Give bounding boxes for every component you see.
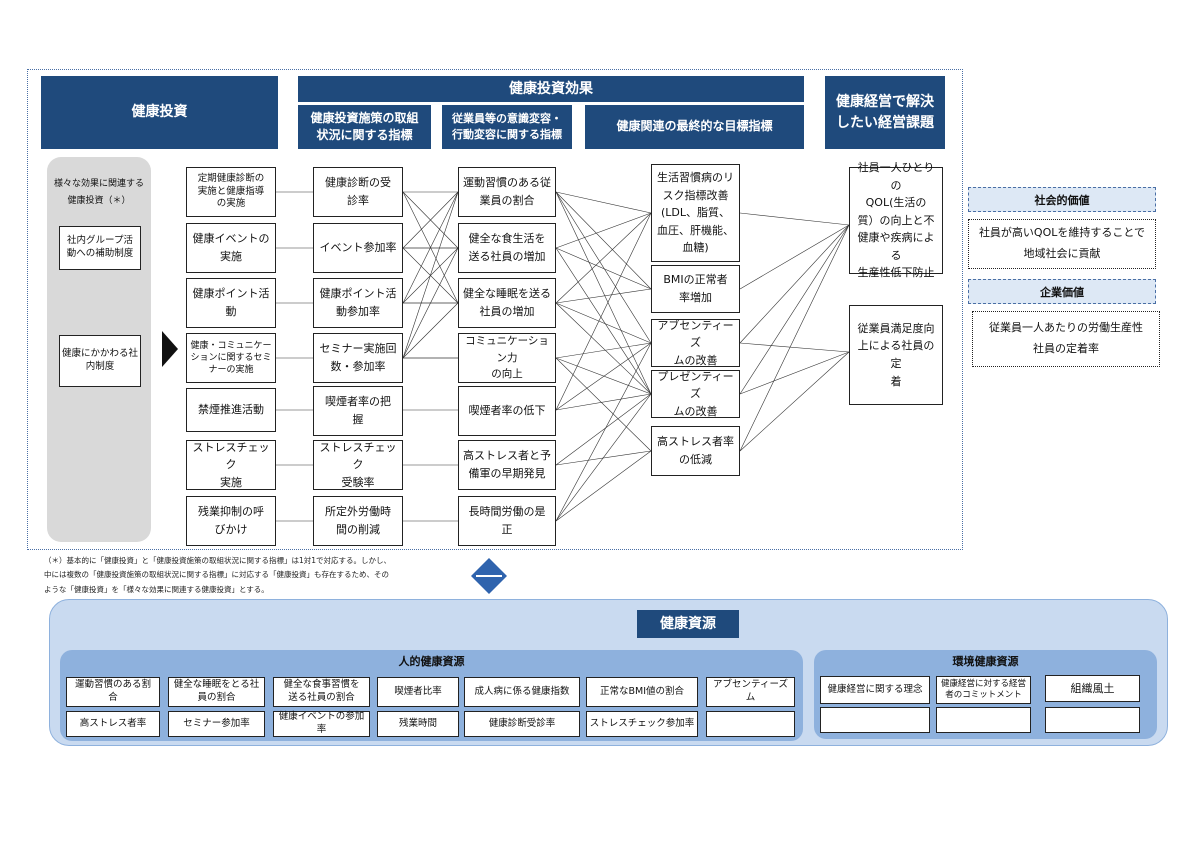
resources-title: 健康資源: [637, 610, 739, 638]
human-resource-item: 高ストレス者率: [66, 711, 160, 737]
col2-item: ストレスチェック 受験率: [313, 440, 403, 490]
right-arrow-icon: [162, 331, 178, 367]
col3-item: 運動習慣のある従 業員の割合: [458, 167, 556, 217]
footnote: （＊）基本的に「健康投資」と「健康投資施策の取組状況に関する指標」は1対1で対応…: [44, 556, 392, 594]
human-resource-item: 健康診断受診率: [464, 711, 580, 737]
corporate-value-title: 企業価値: [968, 279, 1156, 304]
human-resource-item: 残業時間: [377, 711, 459, 737]
col4-item: 生活習慣病のリ スク指標改善 (LDL、脂質、 血圧、肝機能、 血糖): [651, 164, 740, 262]
diamond-icon: [471, 558, 507, 594]
human-resource-item: 運動習慣のある割 合: [66, 677, 160, 707]
col4-item: 高ストレス者率 の低減: [651, 426, 740, 476]
col3-item: 長時間労働の是 正: [458, 496, 556, 546]
col2-item: セミナー実施回 数・参加率: [313, 333, 403, 383]
col3-item: コミュニケーション力 の向上: [458, 333, 556, 383]
human-resources-title: 人的健康資源: [398, 655, 465, 668]
env-resource-item: 組織風土: [1045, 675, 1140, 702]
col5-item: 社員一人ひとりの QOL(生活の 質）の向上と不 健康や疾病による 生産性低下防…: [849, 161, 943, 279]
env-resources-title: 環境健康資源: [952, 655, 1019, 668]
corporate-value-text: 従業員一人あたりの労働生産性 社員の定着率: [972, 311, 1160, 367]
col1-item: ストレスチェック 実施: [186, 440, 276, 490]
env-resource-item: [820, 707, 930, 733]
social-value-title: 社会的価値: [968, 187, 1156, 212]
env-resource-item: [936, 707, 1031, 733]
header-effect: 健康投資効果: [298, 76, 804, 102]
human-resource-item: [706, 711, 795, 737]
main-frame: [27, 69, 963, 550]
col2-item: 喫煙者率の把 握: [313, 386, 403, 436]
env-resource-item: 健康経営に関する理念: [820, 676, 930, 704]
col4-item: BMIの正常者 率増加: [651, 265, 740, 313]
col1-item: 健康イベントの 実施: [186, 223, 276, 273]
human-resource-item: 健康イベントの参加 率: [273, 711, 370, 737]
col1-item: 残業抑制の呼 びかけ: [186, 496, 276, 546]
col3-item: 健全な睡眠を送る 社員の増加: [458, 278, 556, 328]
col3-item: 喫煙者率の低下: [458, 386, 556, 436]
header-issues: 健康経営で解決 したい経営課題: [825, 76, 945, 149]
human-resource-item: ストレスチェック参加率: [586, 711, 698, 737]
social-value-text: 社員が高いQOLを維持することで 地域社会に貢献: [968, 219, 1156, 269]
header-sub1: 健康投資施策の取組 状況に関する指標: [298, 105, 431, 149]
col4-item: アブセンティーズ ムの改善: [651, 319, 740, 367]
human-resource-item: 正常なBMI値の割合: [586, 677, 698, 707]
human-resource-item: アブセンティーズム: [706, 677, 795, 707]
col5-item: 従業員満足度向 上による社員の定 着: [849, 305, 943, 405]
col1-item: 健康・コミュニケー ションに関するセミ ナーの実施: [186, 333, 276, 383]
human-resource-item: セミナー参加率: [168, 711, 265, 737]
col2-item: 健康診断の受 診率: [313, 167, 403, 217]
env-resource-item: 健康経営に対する経営 者のコミットメント: [936, 676, 1031, 704]
human-resource-item: 喫煙者比率: [377, 677, 459, 707]
col2-item: 健康ポイント活 動参加率: [313, 278, 403, 328]
col4-item: プレゼンティーズ ムの改善: [651, 370, 740, 418]
header-sub3: 健康関連の最終的な目標指標: [585, 105, 804, 149]
col1-item: 禁煙推進活動: [186, 388, 276, 432]
human-resource-item: 健全な食事習慣を 送る社員の割合: [273, 677, 370, 707]
human-resource-item: 成人病に係る健康指数: [464, 677, 580, 707]
header-investment: 健康投資: [41, 76, 278, 149]
col2-item: イベント参加率: [313, 223, 403, 273]
col1-item: 健康ポイント活 動: [186, 278, 276, 328]
col2-item: 所定外労働時 間の削減: [313, 496, 403, 546]
left-box-group-activity: 社内グループ活 動への補助制度: [59, 226, 141, 270]
left-box-internal-system: 健康にかかわる社 内制度: [59, 335, 141, 387]
col1-item: 定期健康診断の 実施と健康指導 の実施: [186, 167, 276, 217]
left-panel-title: 様々な効果に関連する 健康投資（＊）: [53, 179, 144, 207]
human-resource-item: 健全な睡眠をとる社 員の割合: [168, 677, 265, 707]
col3-item: 高ストレス者と予 備軍の早期発見: [458, 440, 556, 490]
env-resource-item: [1045, 707, 1140, 733]
col3-item: 健全な食生活を 送る社員の増加: [458, 223, 556, 273]
header-sub2: 従業員等の意識変容・ 行動変容に関する指標: [442, 105, 572, 149]
